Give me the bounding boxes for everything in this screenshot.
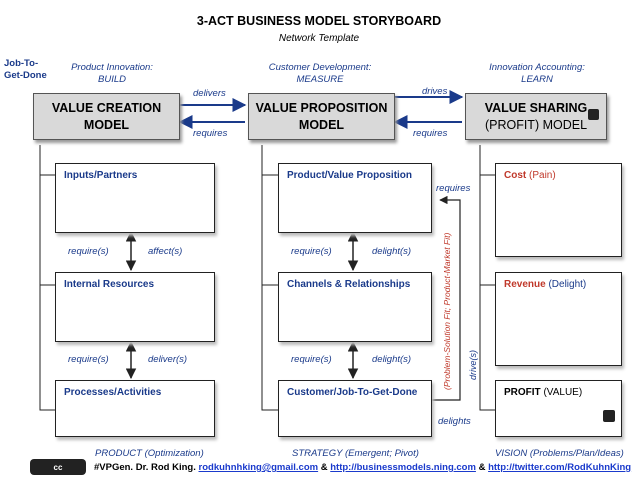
header-learn-sub: LEARN: [521, 74, 553, 85]
left-rel1-a: require(s): [68, 246, 109, 257]
value-proposition-model-box[interactable]: VALUE PROPOSITION MODEL: [248, 93, 395, 140]
drives-vertical-label: drive(s): [468, 349, 478, 380]
requires-left-label: requires: [193, 128, 228, 139]
value-creation-model-box[interactable]: VALUE CREATION MODEL: [33, 93, 180, 140]
internal-resources-box[interactable]: Internal Resources: [55, 272, 215, 342]
value-creation-model-line1: VALUE CREATION: [51, 100, 162, 115]
delights-label: delights: [438, 416, 471, 427]
value-sharing-model-line1: VALUE SHARING: [484, 100, 588, 115]
page-title: 3-ACT BUSINESS MODEL STORYBOARD: [196, 14, 442, 28]
cost-label: Cost (Pain): [496, 164, 621, 181]
channels-relationships-box[interactable]: Channels & Relationships: [278, 272, 432, 342]
left-bracket-line: [39, 145, 55, 411]
header-measure: Customer Development: MEASURE: [255, 62, 385, 86]
footer-product: PRODUCT (Optimization): [95, 448, 204, 459]
credit-line: #VPGen. Dr. Rod King. rodkuhnhking@gmail…: [94, 462, 631, 473]
footer-vision: VISION (Problems/Plan/Ideas): [495, 448, 624, 459]
requires-mid-label: requires: [436, 183, 471, 194]
revenue-box[interactable]: Revenue (Delight): [495, 272, 622, 366]
processes-activities-label: Processes/Activities: [64, 387, 162, 398]
delivers-label: delivers: [193, 88, 226, 99]
value-proposition-model-line2: MODEL: [298, 117, 345, 132]
profit-label: PROFIT (VALUE): [496, 381, 621, 398]
fit-label: (Problem-Solution Fit; Product-Market Fi…: [442, 232, 452, 390]
header-build-sub: BUILD: [98, 74, 126, 85]
credit-prefix: #VPGen. Dr. Rod King.: [94, 462, 196, 473]
email-link[interactable]: rodkuhnhking@gmail.com: [198, 462, 319, 473]
channels-relationships-label: Channels & Relationships: [287, 279, 411, 290]
product-value-proposition-box[interactable]: Product/Value Proposition: [278, 163, 432, 233]
profit-box[interactable]: PROFIT (VALUE): [495, 380, 622, 437]
right-bracket-line: [479, 145, 495, 411]
inputs-partners-label: Inputs/Partners: [64, 170, 138, 181]
revenue-main: Revenue: [504, 279, 546, 290]
revenue-paren: (Delight): [548, 279, 587, 290]
page-subtitle: Network Template: [278, 33, 360, 44]
cost-main: Cost: [504, 170, 527, 181]
value-sharing-square-icon: [588, 109, 599, 120]
footer-strategy: STRATEGY (Emergent; Pivot): [292, 448, 419, 459]
header-measure-label: Customer Development:: [268, 62, 372, 73]
value-proposition-model-line1: VALUE PROPOSITION: [255, 100, 388, 115]
drives-label: drives: [422, 86, 448, 97]
cc-badge-text: cc: [53, 462, 63, 472]
processes-activities-box[interactable]: Processes/Activities: [55, 380, 215, 437]
middle-bracket-line: [261, 145, 278, 411]
product-value-proposition-label: Product/Value Proposition: [287, 170, 413, 181]
profit-main: PROFIT: [504, 387, 541, 398]
header-build: Product Innovation: BUILD: [52, 62, 172, 86]
header-learn: Innovation Accounting: LEARN: [472, 62, 602, 86]
middle-rel1-a: require(s): [291, 246, 332, 257]
left-rel1-b: affect(s): [148, 246, 183, 257]
header-measure-sub: MEASURE: [296, 74, 344, 85]
middle-rel2-b: delight(s): [372, 354, 412, 365]
twitter-link[interactable]: http://twitter.com/RodKuhnKing: [488, 462, 632, 473]
profit-square-icon: [603, 410, 615, 422]
internal-resources-label: Internal Resources: [64, 279, 155, 290]
inputs-partners-box[interactable]: Inputs/Partners: [55, 163, 215, 233]
revenue-label: Revenue (Delight): [496, 273, 621, 290]
middle-rel1-b: delight(s): [372, 246, 412, 257]
left-rel2-b: deliver(s): [148, 354, 188, 365]
header-build-label: Product Innovation:: [71, 62, 153, 73]
cost-paren: (Pain): [529, 170, 556, 181]
website-link[interactable]: http://businessmodels.ning.com: [330, 462, 476, 473]
value-sharing-model-line2: (PROFIT) MODEL: [484, 117, 588, 132]
customer-job-box[interactable]: Customer/Job-To-Get-Done: [278, 380, 432, 437]
fit-loop-arrow: [432, 195, 461, 401]
creative-commons-icon: cc: [30, 459, 86, 475]
amp-1: &: [320, 462, 328, 473]
customer-job-label: Customer/Job-To-Get-Done: [287, 387, 418, 398]
value-creation-model-line2: MODEL: [83, 117, 130, 132]
requires-right-label: requires: [413, 128, 448, 139]
job-to-get-done-label: Job-To-Get-Done: [4, 58, 47, 81]
left-rel2-a: require(s): [68, 354, 109, 365]
profit-paren: (VALUE): [543, 387, 583, 398]
amp-2: &: [478, 462, 486, 473]
value-sharing-model-box[interactable]: VALUE SHARING (PROFIT) MODEL: [465, 93, 607, 140]
middle-rel2-a: require(s): [291, 354, 332, 365]
cost-box[interactable]: Cost (Pain): [495, 163, 622, 257]
header-learn-label: Innovation Accounting:: [489, 62, 585, 73]
